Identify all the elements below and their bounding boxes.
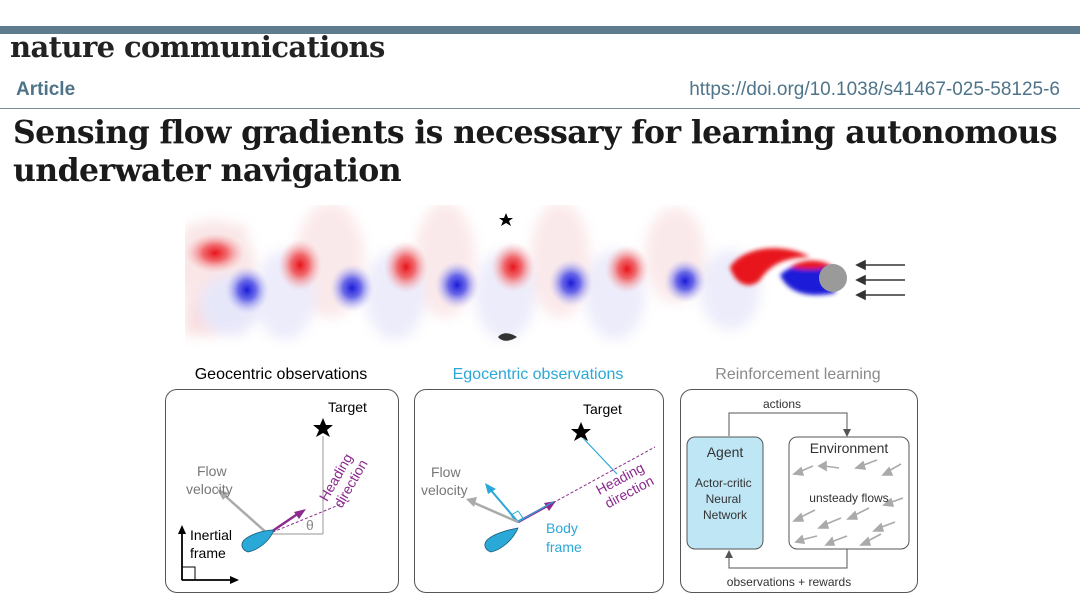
article-title: Sensing flow gradients is necessary for … <box>13 114 1058 189</box>
target-label: Target <box>328 399 367 415</box>
inertial-frame-label: Inertial frame <box>190 527 236 561</box>
target-star-icon <box>313 418 333 437</box>
theta-label: θ <box>306 517 314 533</box>
geocentric-panel: Target θ Flow velocity Heading direction… <box>165 389 399 593</box>
heading-direction-label: Heading direction <box>316 447 372 512</box>
actions-label: actions <box>763 397 801 411</box>
doi-link[interactable]: https://doi.org/10.1038/s41467-025-58125… <box>689 79 1060 100</box>
swimmer-icon <box>484 527 519 553</box>
target-star-icon <box>571 422 591 441</box>
environment-title: Environment <box>810 440 889 456</box>
egocentric-panel: Target Flow velocity Heading direction B… <box>414 389 664 593</box>
agent-description: Actor-critic Neural Network <box>695 476 755 522</box>
geocentric-heading: Geocentric observations <box>194 366 368 383</box>
heading-direction-label: Heading direction <box>593 457 658 512</box>
target-star-icon <box>499 213 513 226</box>
environment-box <box>788 436 910 550</box>
flow-arrows-icon <box>792 459 904 546</box>
rl-heading: Reinforcement learning <box>715 366 881 383</box>
vortex-wake-image <box>185 205 905 341</box>
header-bar <box>0 26 1080 34</box>
agent-title: Agent <box>707 444 744 460</box>
egocentric-heading: Egocentric observations <box>452 366 624 383</box>
target-label: Target <box>583 401 622 417</box>
agent-box <box>686 436 764 550</box>
rl-panel: actions Agent Actor-critic Neural Networ… <box>680 389 918 593</box>
flow-velocity-label: Flow velocity <box>186 463 233 497</box>
header-divider <box>0 108 1080 109</box>
swimmer-icon <box>498 333 517 341</box>
flow-velocity-label: Flow velocity <box>421 464 468 498</box>
article-type: Article <box>16 79 76 100</box>
swimmer-icon <box>241 529 275 553</box>
journal-name: nature communications <box>10 30 385 64</box>
unsteady-flows-label: unsteady flows <box>809 491 888 505</box>
observations-rewards-label: observations + rewards <box>727 575 851 589</box>
body-frame-label: Body frame <box>546 520 582 555</box>
